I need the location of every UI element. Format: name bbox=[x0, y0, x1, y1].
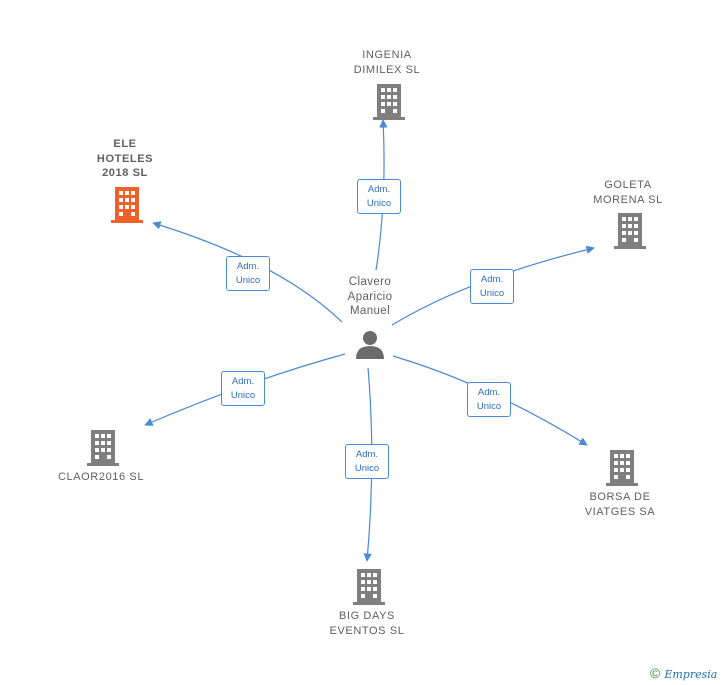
edge-label-borsa: Adm. Unico bbox=[467, 382, 511, 417]
company-name-claor[interactable]: CLAOR2016 SL bbox=[57, 471, 145, 483]
edge-label-claor: Adm. Unico bbox=[221, 371, 265, 406]
edge-label-goleta: Adm. Unico bbox=[470, 269, 514, 304]
footer-brand[interactable]: ©Empresia bbox=[650, 665, 717, 681]
company-name-bigdays[interactable]: BIG DAYS EVENTOS SL bbox=[329, 610, 405, 637]
edge-label-bigdays: Adm. Unico bbox=[345, 444, 389, 479]
brand-logo: Empresia bbox=[664, 668, 718, 681]
company-name-ingenia[interactable]: INGENIA DIMILEX SL bbox=[353, 49, 421, 76]
building-icon bbox=[353, 569, 385, 605]
company-name-goleta[interactable]: GOLETA MORENA SL bbox=[593, 179, 663, 206]
company-name-borsa[interactable]: BORSA DE VIATGES SA bbox=[584, 491, 656, 518]
building-icon bbox=[614, 213, 646, 249]
company-name-ele[interactable]: ELE HOTELES 2018 SL bbox=[96, 138, 154, 179]
building-icon bbox=[373, 84, 405, 120]
edge-label-ele: Adm. Unico bbox=[226, 256, 270, 291]
person-name[interactable]: Clavero Aparicio Manuel bbox=[347, 276, 393, 317]
person-icon bbox=[356, 331, 384, 359]
copyright-icon: © bbox=[650, 665, 661, 681]
building-icon-highlight bbox=[111, 187, 143, 223]
building-icon bbox=[87, 430, 119, 466]
building-icon bbox=[606, 450, 638, 486]
edge-label-ingenia: Adm. Unico bbox=[357, 179, 401, 214]
